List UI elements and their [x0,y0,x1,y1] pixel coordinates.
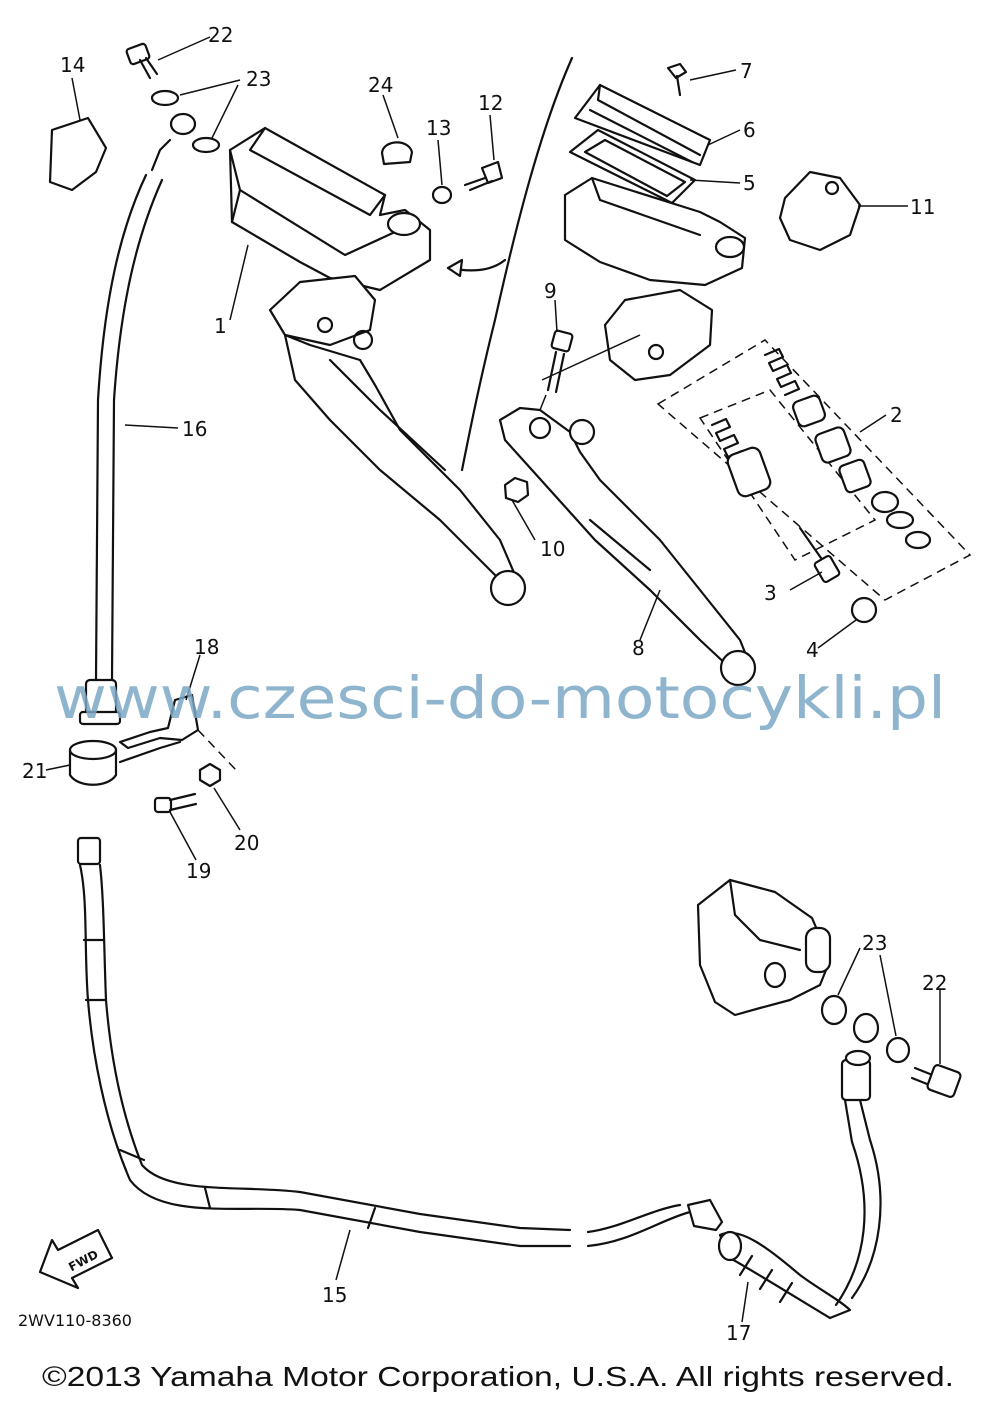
callout-23-top: 23 [246,67,271,91]
hose-16 [48,42,237,814]
separator-line [446,56,574,472]
brake-caliper [696,878,962,1098]
piston-kit [656,339,972,624]
callout-23-bottom: 23 [862,931,887,955]
callout-4: 4 [806,638,819,662]
hose-15 [76,836,882,1320]
callout-numbers: 1 2 3 4 5 6 7 8 9 10 11 12 13 14 15 16 1… [22,23,947,1345]
diagram-code: 2WV110-8360 [18,1311,132,1330]
callout-24: 24 [368,73,393,97]
callout-21: 21 [22,759,47,783]
master-cylinder-assembly-right [380,62,862,687]
callout-6: 6 [743,118,756,142]
callout-15: 15 [322,1283,347,1307]
callout-7: 7 [740,59,753,83]
callout-1: 1 [214,314,227,338]
callout-11: 11 [910,195,935,219]
callout-17: 17 [726,1321,751,1345]
callout-3: 3 [764,581,777,605]
copyright-text: ©2013 Yamaha Motor Corporation, U.S.A. A… [42,1361,954,1392]
callout-5: 5 [743,171,756,195]
callout-16: 16 [182,417,207,441]
callout-9: 9 [544,279,557,303]
callout-20: 20 [234,831,259,855]
master-cylinder-assembly-left [228,126,527,607]
leader-lines [45,36,941,1323]
callout-13: 13 [426,116,451,140]
callout-12: 12 [478,91,503,115]
callout-22-bottom: 22 [922,971,947,995]
callout-10: 10 [540,537,565,561]
callout-22-top: 22 [208,23,233,47]
callout-14: 14 [60,53,85,77]
callout-19: 19 [186,859,211,883]
fwd-arrow-icon: FWD [38,1228,114,1290]
callout-2: 2 [890,403,903,427]
callout-8: 8 [632,636,645,660]
watermark-text: www.czesci-do-motocykli.pl [54,664,946,732]
callout-18: 18 [194,635,219,659]
